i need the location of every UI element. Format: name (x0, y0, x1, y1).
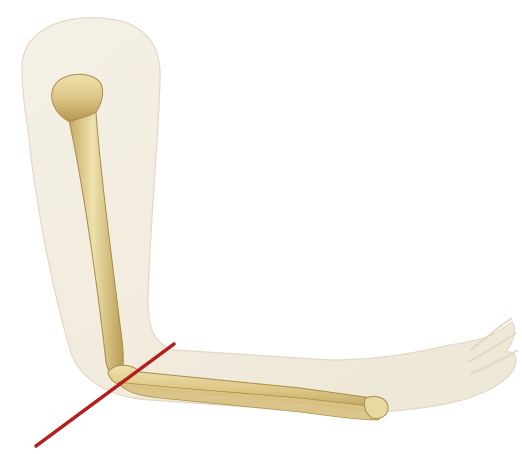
arm-illustration (0, 0, 522, 454)
